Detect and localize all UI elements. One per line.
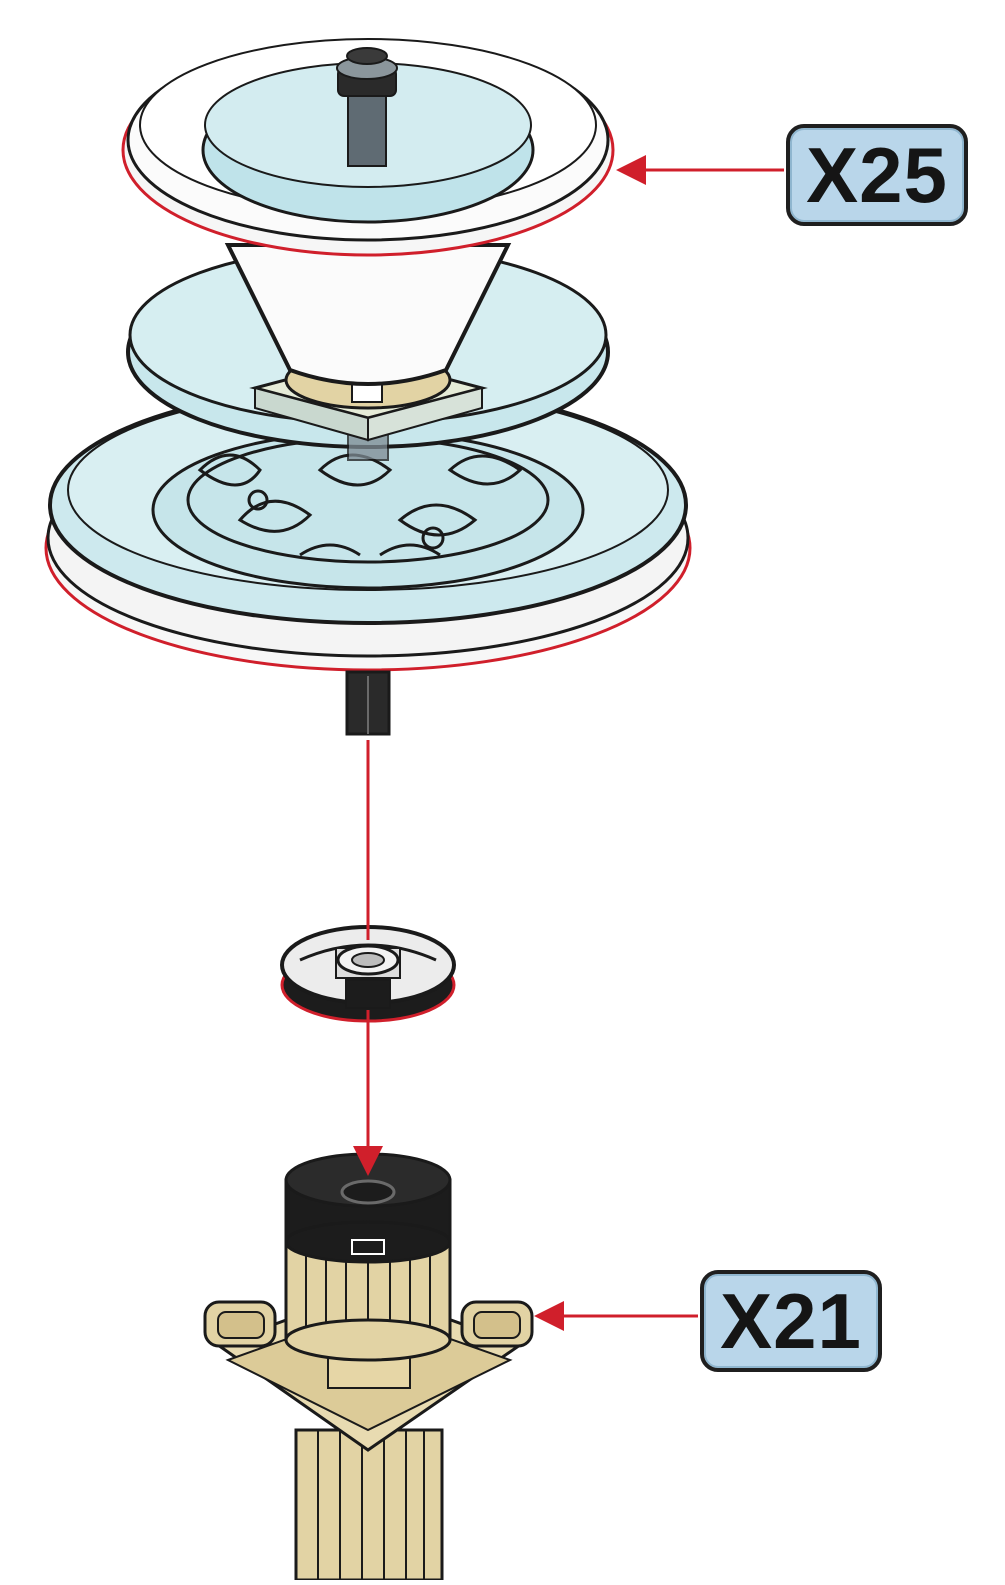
quantity-callout-x21: X21 — [700, 1270, 882, 1372]
upper-subassembly — [46, 39, 690, 734]
black-round-plate — [282, 927, 454, 1021]
callout-label-x25: X25 — [806, 130, 948, 221]
callout-label-x21: X21 — [720, 1276, 862, 1367]
quantity-callout-x25: X25 — [786, 124, 968, 226]
lower-subassembly — [205, 1154, 532, 1580]
